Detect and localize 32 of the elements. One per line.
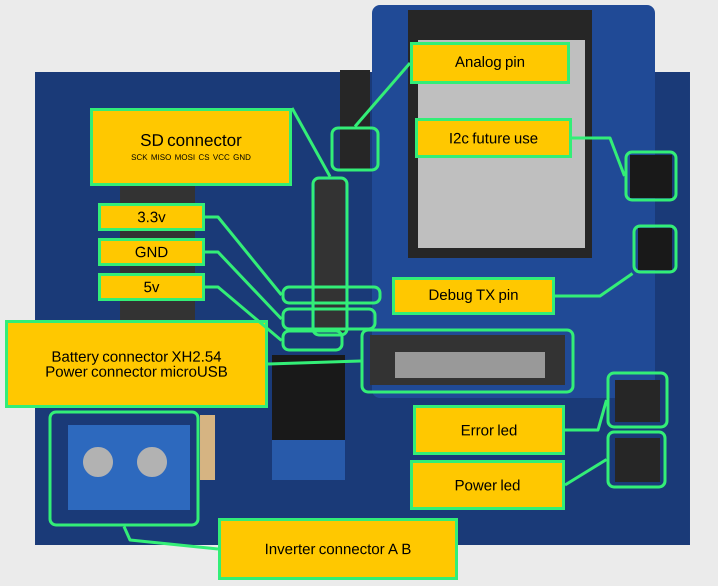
callout-label: SD connector SCK MISO MOSI CS VCC GND [90,108,292,186]
callout-label: I2c future use [415,118,572,158]
callout-label: Inverter connector A B [218,518,458,580]
leader-line [354,62,412,128]
callout-label: Battery connector XH2.54 Power connector microUSB [5,320,268,408]
leader-line [555,272,634,298]
callout-label: 3.3v [98,203,205,231]
highlight-box [606,372,668,428]
leader-line [122,526,218,550]
highlight-box [606,430,666,488]
highlight-box [282,308,376,330]
leader-line [205,250,283,320]
callout-label: Power led [410,460,565,510]
highlight-box [624,150,678,202]
callout-label: Debug TX pin [392,277,555,315]
leader-line [564,458,608,486]
leader-line [268,360,361,366]
highlight-box [360,328,574,394]
leader-line [290,107,332,178]
leader-line [205,286,282,342]
highlight-box [632,224,678,274]
callout-label: 5v [98,273,205,301]
highlight-box [330,126,380,172]
leader-line [205,216,283,296]
callout-label: Error led [413,405,565,455]
leader-line [565,400,608,432]
highlight-box [282,330,344,352]
callout-label: Analog pin [410,42,570,84]
callout-label: GND [98,238,205,266]
highlight-box [48,410,200,526]
highlight-box [282,286,382,304]
leader-line [572,136,626,177]
